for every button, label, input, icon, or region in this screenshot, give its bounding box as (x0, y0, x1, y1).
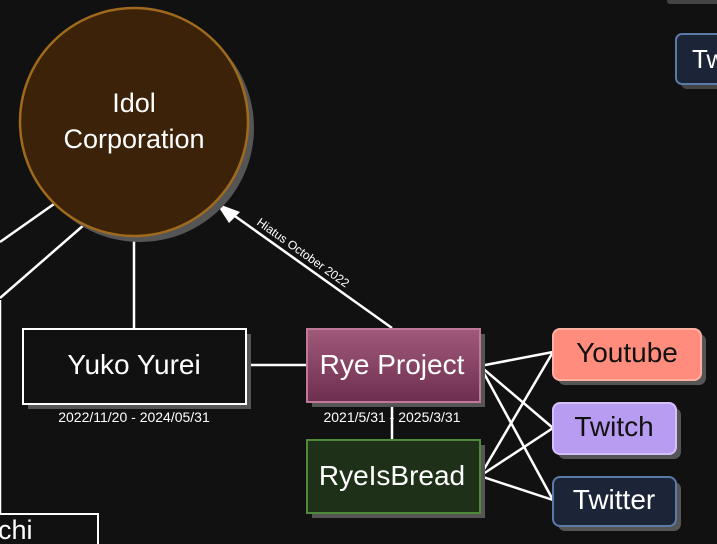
partial-node-top-right-label: Tw (692, 44, 717, 74)
partial-node-top-right[interactable]: Tw (675, 33, 717, 89)
edge-rye-idol-hiatus (231, 212, 393, 330)
edge-rye-youtube (479, 350, 554, 368)
yuko-yurei-dates: 2022/11/20 - 2024/05/31 (58, 409, 210, 425)
node-idol-corporation-label-line2: Corporation (63, 124, 204, 154)
node-twitch-label: Twitch (574, 411, 653, 442)
hiatus-edge-label: Hiatus October 2022 (254, 215, 352, 291)
rye-project-dates: 2021/5/31 - 2025/3/31 (323, 409, 460, 425)
connector-lines (0, 202, 555, 516)
edge-rye-twitch (479, 365, 554, 429)
edge-idol-left-upper (0, 202, 55, 244)
node-twitter[interactable]: Twitter (552, 476, 681, 531)
node-ryeisbread[interactable]: RyeIsBread (306, 439, 485, 518)
node-yuko-yurei-label: Yuko Yurei (67, 349, 200, 380)
partial-node-top-edge (667, 0, 717, 4)
edge-idol-left-lower (0, 223, 86, 299)
node-rye-project[interactable]: Rye Project (306, 328, 485, 407)
partial-node-bottom-left[interactable]: chi (0, 513, 99, 544)
node-twitch[interactable]: Twitch (552, 402, 681, 459)
node-idol-corporation[interactable]: Idol Corporation (18, 6, 254, 242)
edge-rye-twitter (478, 365, 555, 501)
edge-ryeisbread-twitch (479, 426, 554, 478)
node-rye-project-label: Rye Project (320, 349, 465, 380)
node-youtube-label: Youtube (576, 337, 678, 368)
arrowhead-icon (216, 203, 240, 223)
node-twitter-label: Twitter (573, 484, 655, 515)
node-youtube[interactable]: Youtube (552, 328, 706, 385)
edge-ryeisbread-twitter (479, 474, 554, 502)
node-yuko-yurei[interactable]: Yuko Yurei (22, 328, 251, 409)
node-idol-corporation-label-line1: Idol (112, 88, 156, 118)
partial-node-bottom-left-label: chi (0, 515, 33, 544)
edge-ryeisbread-youtube (478, 351, 555, 477)
node-ryeisbread-label: RyeIsBread (319, 460, 465, 491)
